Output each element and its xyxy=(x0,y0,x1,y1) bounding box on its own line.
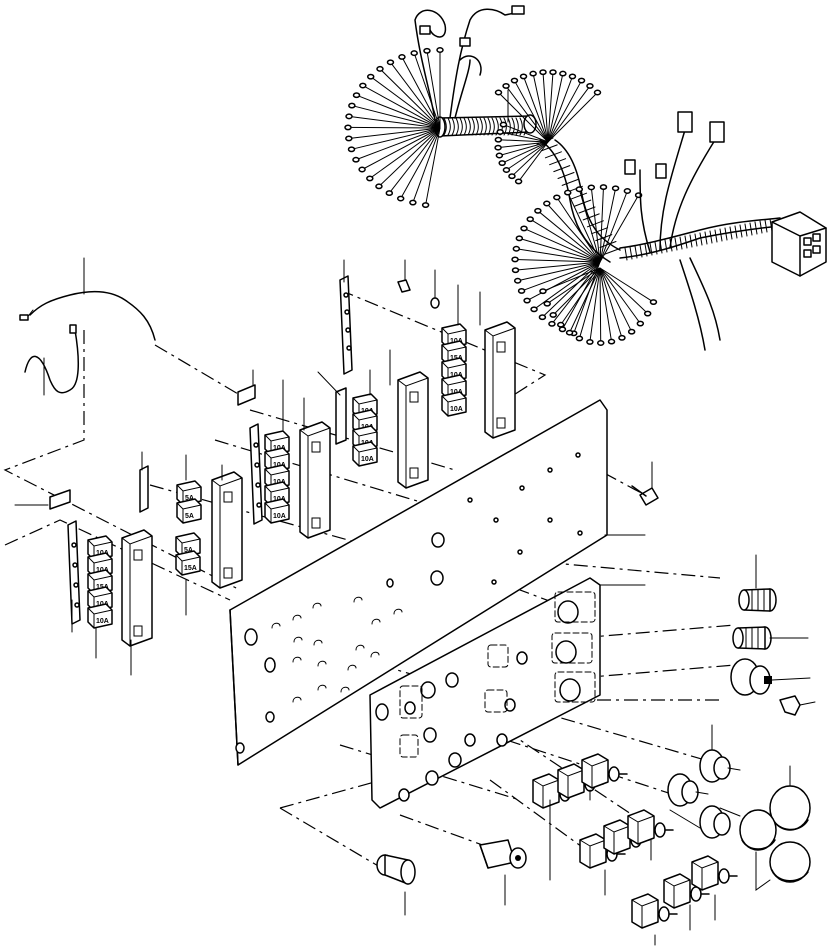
fuse-rating-label: 10A xyxy=(361,456,374,463)
fuse-rating-label: 10A xyxy=(96,618,109,625)
fuse-cover xyxy=(121,529,153,647)
fuse-rating-label: 15A xyxy=(184,565,197,572)
rocker-switch xyxy=(631,893,678,929)
indicator-lamps xyxy=(730,554,816,716)
instrument-panel-plate xyxy=(229,399,608,766)
fuse-cover xyxy=(299,421,331,539)
fuse-block-left: 10A10A15A10A10A xyxy=(87,535,113,629)
ground-cable xyxy=(19,257,156,396)
leader-lines xyxy=(95,284,716,946)
switch-subpanel xyxy=(369,577,601,809)
bolt xyxy=(631,461,659,506)
rocker-switch xyxy=(691,855,738,891)
wiring-harness-main xyxy=(511,111,827,351)
push-button xyxy=(376,854,416,916)
rocker-switches xyxy=(532,753,738,929)
gauge-assemblies xyxy=(667,724,811,891)
fuse-blocks: 10A15A10A10A10A10A10A10A10A10A10A10A10A1… xyxy=(87,323,467,629)
fuse-block-small: 5A 5A xyxy=(176,480,202,524)
rocker-switch xyxy=(581,753,628,789)
wiring-branch-terminals xyxy=(494,69,602,185)
rocker-switch xyxy=(627,809,674,845)
fuse-cover xyxy=(484,321,516,439)
fuse-rating-label: 10A xyxy=(450,406,463,413)
lock-switch xyxy=(479,839,527,906)
fuse-cover xyxy=(211,471,243,589)
fuse-rating-label: 5A xyxy=(185,513,194,520)
fuse-cover xyxy=(397,371,429,489)
fuse-rating-label: 5A xyxy=(184,547,193,554)
fuse-block-right: 10A15A10A10A10A xyxy=(441,323,467,417)
fuse-rating-label: 5A xyxy=(185,495,194,502)
mounting-rails xyxy=(14,259,353,633)
fuse-block-center: 10A10A10A10A10A xyxy=(264,430,290,524)
fuse-block-covers xyxy=(121,321,516,647)
fuse-block-lower-small: 5A 15A xyxy=(175,532,201,576)
wiring-harness-upper xyxy=(344,5,537,208)
fuse-block-upper-mid: 10A10A10A10A xyxy=(352,393,378,467)
nut-and-washer xyxy=(397,259,440,309)
fuse-rating-label: 10A xyxy=(273,513,286,520)
